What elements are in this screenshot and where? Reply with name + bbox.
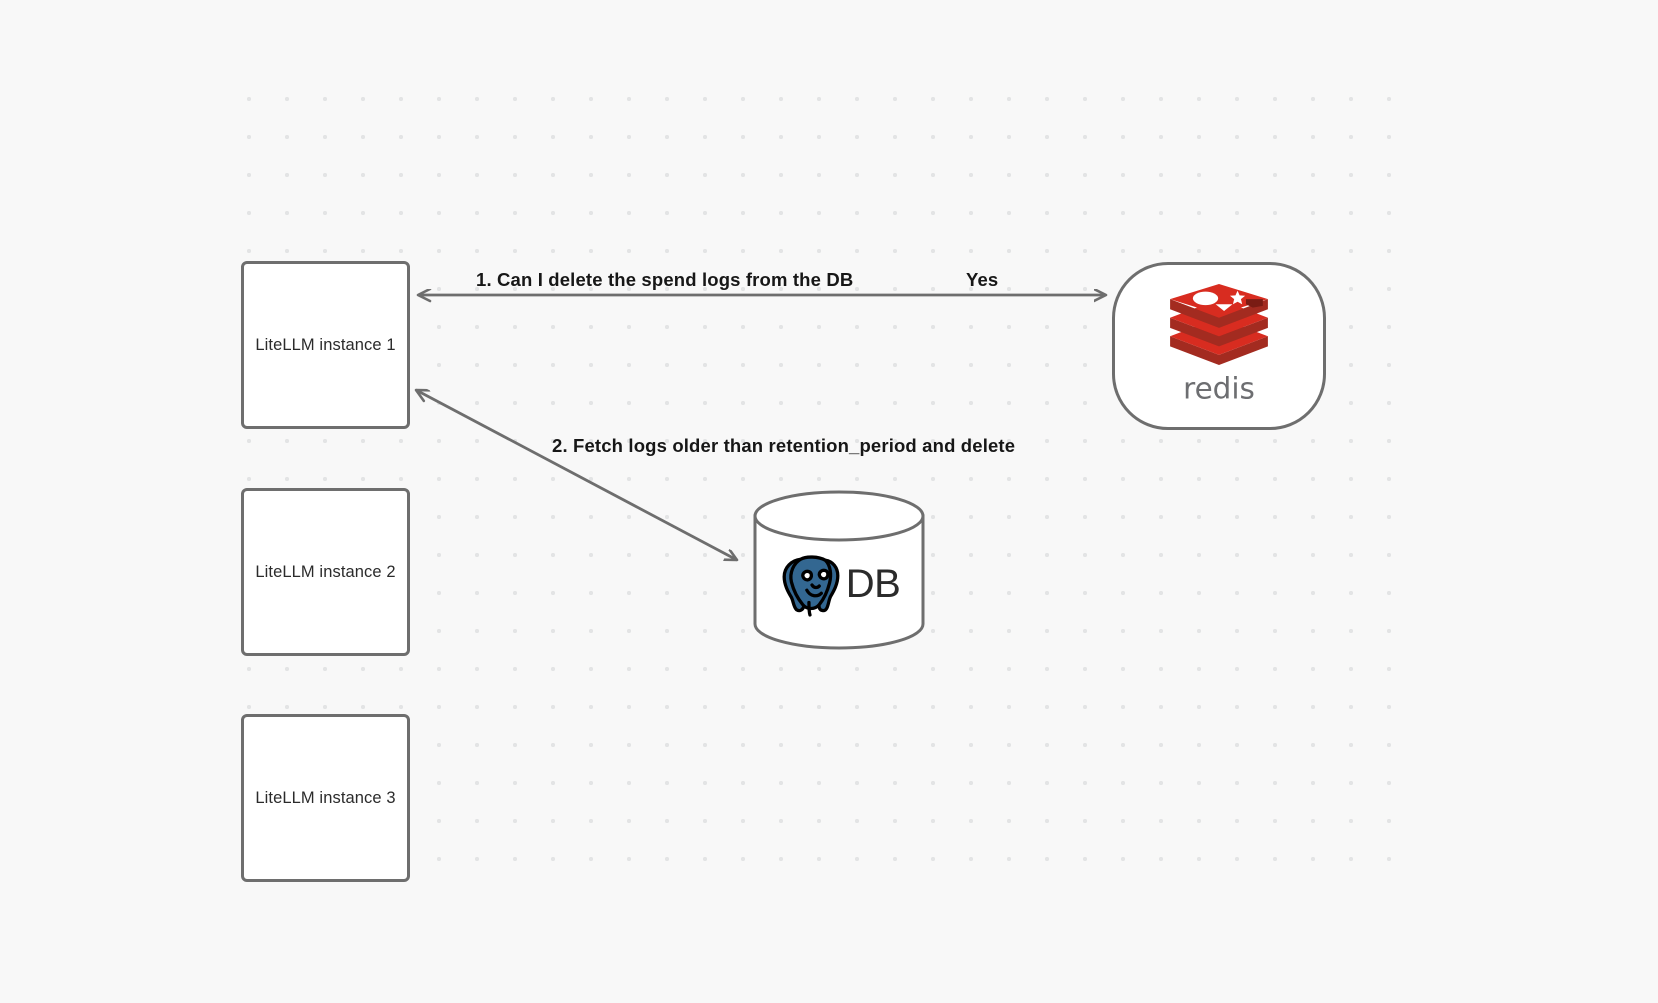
edge-litellm-1-to-db <box>416 390 737 560</box>
edge-label-step-1: 1. Can I delete the spend logs from the … <box>476 269 854 290</box>
node-litellm-instance-2-label: LiteLLM instance 2 <box>255 562 396 581</box>
node-litellm-instance-1[interactable]: LiteLLM instance 1 <box>241 261 410 429</box>
svg-text:redis: redis <box>1183 371 1255 405</box>
node-redis[interactable]: redis <box>1112 262 1326 430</box>
node-litellm-instance-3[interactable]: LiteLLM instance 3 <box>241 714 410 882</box>
node-litellm-instance-3-label: LiteLLM instance 3 <box>255 788 396 807</box>
redis-logo-icon <box>1165 284 1273 370</box>
redis-wordmark-icon: redis <box>1159 368 1279 410</box>
postgresql-elephant-icon <box>782 555 840 617</box>
node-litellm-instance-2[interactable]: LiteLLM instance 2 <box>241 488 410 656</box>
node-litellm-instance-1-label: LiteLLM instance 1 <box>255 335 396 354</box>
cylinder-shape <box>753 490 925 650</box>
edge-label-step-1-answer: Yes <box>966 269 999 290</box>
node-database[interactable]: DB <box>752 489 926 651</box>
edge-label-step-2: 2. Fetch logs older than retention_perio… <box>552 435 1016 456</box>
database-label: DB <box>845 561 901 606</box>
